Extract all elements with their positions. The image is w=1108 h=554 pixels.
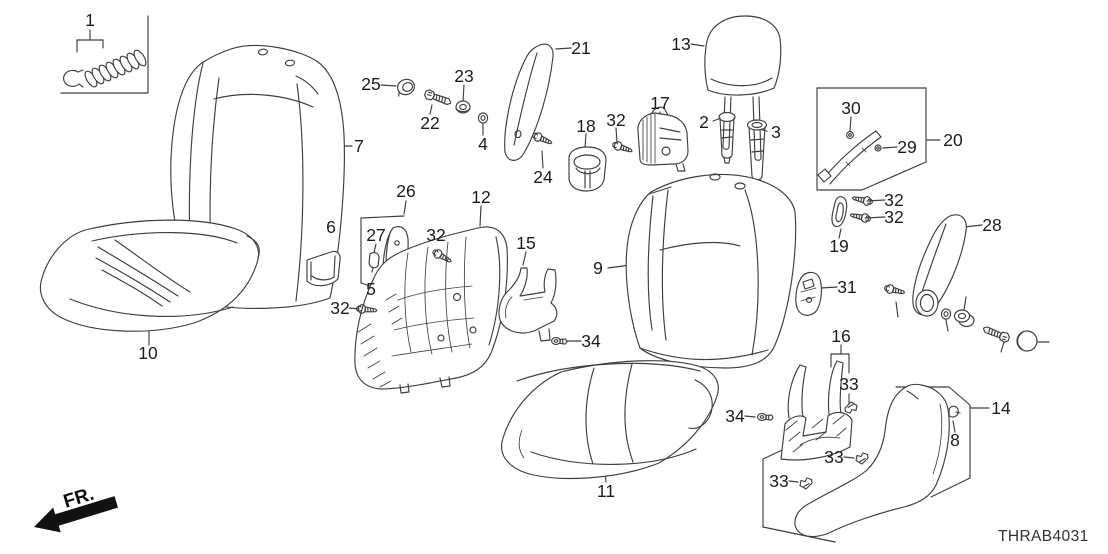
callout-30: 30	[841, 98, 861, 118]
callout-24-left: 24	[533, 167, 553, 187]
callout-18: 18	[576, 116, 595, 136]
callout-16: 16	[831, 326, 850, 346]
callout-2: 2	[699, 112, 709, 132]
callout-13: 13	[671, 34, 690, 54]
part-16-frame-bracket-drawing	[780, 360, 853, 461]
callout-26: 26	[396, 181, 415, 201]
part-33-clip-b	[855, 452, 869, 465]
diagram-code: THRAB4031	[998, 528, 1089, 545]
part-24-screw-left	[530, 130, 555, 148]
callout-7: 7	[354, 136, 364, 156]
callout-15: 15	[516, 233, 535, 253]
part-1-ring-set-drawing	[63, 49, 147, 88]
part-13-headrest-drawing	[704, 15, 782, 161]
part-9-seatback-trim-drawing	[625, 173, 797, 369]
part-27-clip-drawing	[368, 252, 380, 273]
part-32-screw-b	[850, 193, 874, 207]
part-2-headrest-guide-drawing	[718, 111, 736, 164]
callout-32-e: 32	[330, 298, 349, 318]
callout-33-b: 33	[824, 447, 843, 467]
part-4-washer-left	[477, 112, 489, 124]
callout-5: 5	[366, 279, 376, 299]
callout-3: 3	[771, 122, 781, 142]
callout-10: 10	[138, 343, 158, 363]
callout-32-b: 32	[884, 190, 903, 210]
part-23-collar-right-drawing	[953, 309, 975, 328]
part-22-bolt-right	[981, 323, 1012, 344]
callout-32-c: 32	[884, 207, 903, 227]
part-30-grommet-drawing	[846, 131, 854, 139]
callout-21: 21	[571, 38, 590, 58]
callout-14: 14	[991, 398, 1011, 418]
callout-22-left: 22	[420, 113, 439, 133]
callout-34-b: 34	[725, 406, 745, 426]
leader-lines	[76, 29, 1050, 483]
callout-23-left: 23	[454, 66, 473, 86]
callout-28: 28	[982, 215, 1001, 235]
part-14-side-cover-drawing	[794, 383, 950, 538]
part-18-holder-drawing	[568, 146, 607, 192]
part-17-latch-drawing	[637, 106, 689, 172]
part-34-clip-a	[550, 336, 568, 346]
callout-8: 8	[950, 430, 960, 450]
part-10-cushion-pad-drawing	[39, 219, 260, 332]
part-12-side-frame-drawing	[354, 226, 508, 394]
callout-27: 27	[366, 225, 385, 245]
part-4-washer-right	[940, 308, 952, 320]
callout-20: 20	[943, 130, 963, 150]
part-23-collar-left-drawing	[455, 100, 471, 114]
part-32-screw-c	[848, 210, 872, 224]
part-22-bolt-left	[422, 88, 453, 108]
part-34-clip-b	[756, 412, 774, 422]
part-24-screw-right	[883, 282, 907, 298]
part-19-striker-drawing	[831, 196, 848, 228]
part-20-garnish-drawing	[817, 130, 882, 185]
diagram-line-art: FR.	[34, 15, 1050, 543]
part-11-cushion-trim-drawing	[501, 360, 719, 479]
callout-33-c: 33	[769, 471, 788, 491]
part-32-screw-a	[610, 139, 635, 156]
callout-17: 17	[650, 93, 669, 113]
part-8-clip-drawing	[948, 405, 961, 418]
callout-9: 9	[593, 258, 603, 278]
callout-31: 31	[837, 277, 856, 297]
part-33-clip-c	[799, 477, 813, 490]
part-33-clip-a	[844, 401, 858, 414]
callout-1: 1	[85, 10, 95, 30]
callout-19: 19	[829, 236, 848, 256]
part-6-pocket-drawing	[306, 250, 341, 287]
part-25-cap-right-drawing	[1016, 330, 1038, 352]
callout-12: 12	[471, 187, 490, 207]
callout-33-a: 33	[839, 374, 858, 394]
callout-11: 11	[597, 481, 615, 501]
callout-32-d: 32	[426, 225, 445, 245]
callout-6: 6	[326, 217, 336, 237]
callout-32-a: 32	[606, 110, 625, 130]
part-15-bracket-cover-drawing	[498, 267, 558, 342]
callout-34-a: 34	[581, 331, 601, 351]
part-29-clip-drawing	[874, 144, 882, 152]
callout-29: 29	[897, 137, 916, 157]
callout-labels: 1 7 10 25 22 23 4 21 24 18 32 17 2 3 13 …	[85, 10, 1011, 501]
callout-4-left: 4	[478, 134, 488, 154]
callout-25-left: 25	[361, 74, 380, 94]
part-28-armrest-cover-drawing	[912, 214, 967, 317]
fr-direction-arrow: FR.	[34, 484, 118, 533]
part-25-cap-left-drawing	[397, 78, 415, 97]
part-31-lock-drawing	[795, 271, 823, 316]
part-21-armrest-cover-drawing	[504, 43, 554, 161]
